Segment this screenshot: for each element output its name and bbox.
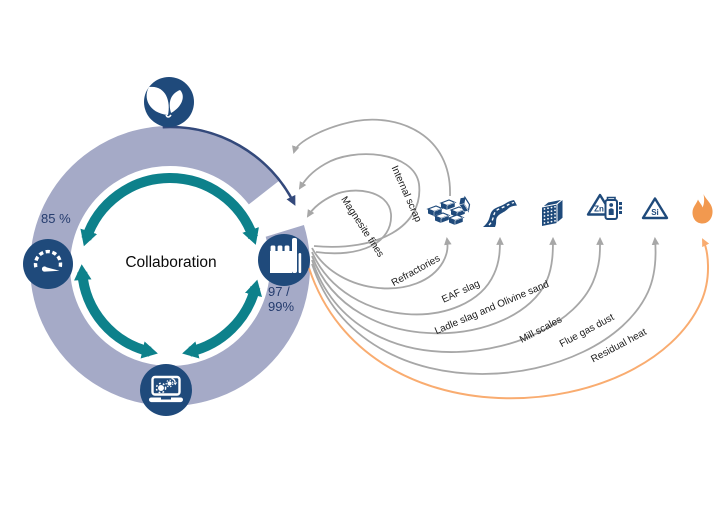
collaboration-title: Collaboration [125, 254, 217, 271]
zinc-recycling-container-icon: Zn [586, 193, 622, 220]
leaf-icon [144, 77, 194, 127]
cycle-arrow-lower-left [74, 264, 158, 359]
refractories-arrow [311, 236, 452, 290]
recycling-rate-value: 85 % [41, 211, 71, 226]
ladle-slag-arrow [311, 236, 557, 335]
cycle-arrows [74, 173, 262, 359]
flue-gas-dust-arrow [311, 236, 660, 375]
eaf-slag-arrow [311, 236, 504, 316]
cycle-arrow-lower-right [182, 279, 262, 359]
factory-rate-line2: 99% [268, 299, 295, 315]
road-icon [483, 200, 517, 227]
laptop-gears-icon [140, 364, 192, 416]
cycle-arrow-top [80, 173, 259, 247]
ring-flow-arrow [162, 125, 296, 206]
bricks-pile-icon [426, 195, 471, 226]
refractories-return-loop-arrow [292, 118, 451, 197]
zn-label: Zn [594, 205, 604, 214]
factory-rate-line1: 97 / [268, 284, 290, 299]
byproduct-arrows [308, 236, 710, 400]
gauge-icon [23, 239, 73, 289]
si-label: Si [651, 208, 659, 217]
residual-heat-arrow [308, 238, 710, 400]
flame-icon [692, 194, 713, 224]
perforated-block-icon [541, 197, 564, 226]
factory-rate-value: 97 / 99% [268, 284, 294, 315]
factory-icon [258, 234, 310, 286]
collaboration-ring [30, 125, 311, 406]
mill-scales-arrow [311, 236, 604, 353]
return-loops [292, 118, 451, 255]
magnesite-fines-loop-arrow [306, 189, 392, 255]
silicon-recycling-icon: Si [641, 197, 669, 220]
